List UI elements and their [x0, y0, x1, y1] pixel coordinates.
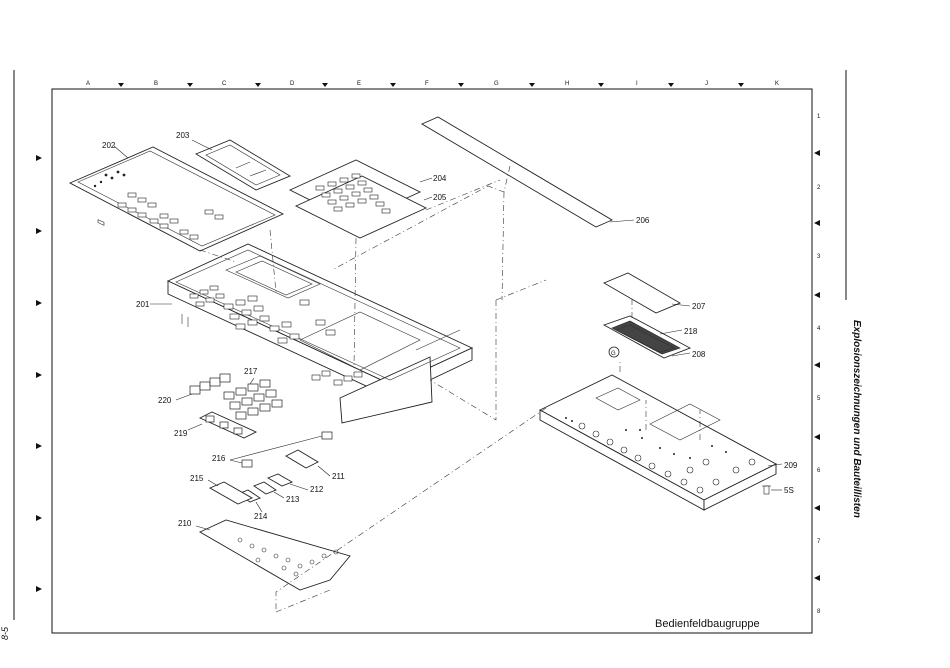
- row-number: 1: [817, 114, 821, 120]
- page-number: 8-5: [0, 610, 14, 640]
- part-201-housing: [150, 244, 472, 423]
- column-letter: B: [154, 81, 158, 87]
- column-letter: C: [222, 81, 227, 87]
- column-letter: I: [636, 81, 638, 87]
- label-209: 209: [784, 461, 798, 470]
- label-216: 216: [212, 454, 226, 463]
- row-number: 7: [817, 539, 821, 545]
- part-211-key: [286, 450, 330, 476]
- column-letter: E: [357, 81, 361, 87]
- label-219: 219: [174, 429, 188, 438]
- part-207-window: [604, 273, 690, 313]
- column-letter: K: [775, 81, 779, 87]
- label-206: 206: [636, 216, 650, 225]
- part-5s-screw: [762, 486, 782, 494]
- part-209-main-board: [540, 375, 782, 510]
- column-letter: G: [494, 81, 499, 87]
- label-204: 204: [433, 174, 447, 183]
- label-5s: 5S: [784, 486, 794, 495]
- section-side-title: Explosionszeichnungen und Bauteillisten: [842, 320, 862, 650]
- column-letter: F: [425, 81, 429, 87]
- label-201: 201: [136, 300, 150, 309]
- label-217: 217: [244, 367, 258, 376]
- label-210: 210: [178, 519, 192, 528]
- row-number: 2: [817, 185, 821, 191]
- column-letter: A: [86, 81, 90, 87]
- callout-marker: G: [611, 351, 616, 357]
- label-218: 218: [684, 327, 698, 336]
- part-204-keypad: [290, 160, 432, 238]
- drawing-caption: Bedienfeldbaugruppe: [655, 618, 760, 630]
- row-number: 4: [817, 326, 821, 332]
- part-217-key-set: [224, 378, 282, 419]
- part-220-key-set: [176, 374, 230, 400]
- label-211: 211: [332, 472, 345, 481]
- label-203: 203: [176, 131, 190, 140]
- label-208: 208: [692, 350, 706, 359]
- column-index: A B C D E F G H I J K: [86, 81, 779, 87]
- label-205: 205: [433, 193, 447, 202]
- label-207: 207: [692, 302, 706, 311]
- label-215: 215: [190, 474, 204, 483]
- row-number: 3: [817, 254, 821, 260]
- part-212-key: [268, 474, 308, 490]
- label-213: 213: [286, 495, 300, 504]
- row-index: 1 2 3 4 5 6 7 8: [814, 114, 821, 615]
- column-letter: H: [565, 81, 569, 87]
- part-210-contact-sheet: [196, 520, 350, 590]
- part-208-lcd-module: [604, 316, 690, 358]
- row-number: 6: [817, 468, 821, 474]
- label-220: 220: [158, 396, 172, 405]
- row-number: 5: [817, 396, 821, 402]
- left-row-markers: [36, 155, 42, 592]
- column-letter: D: [290, 81, 295, 87]
- row-number: 8: [817, 609, 821, 615]
- label-214: 214: [254, 512, 268, 521]
- column-letter: J: [705, 81, 708, 87]
- label-202: 202: [102, 141, 116, 150]
- part-206-strip: [422, 117, 634, 227]
- label-212: 212: [310, 485, 324, 494]
